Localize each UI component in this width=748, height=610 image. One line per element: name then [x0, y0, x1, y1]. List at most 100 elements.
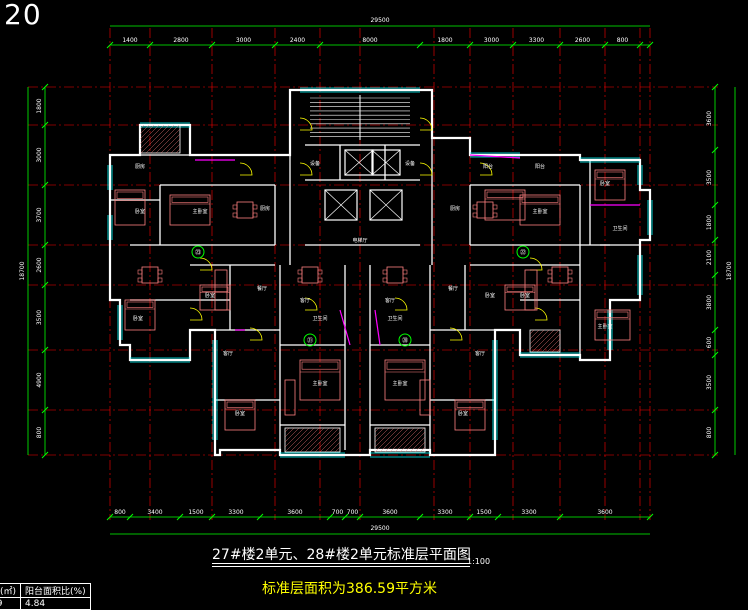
- right-dim-tick: [711, 146, 719, 154]
- room-label: 主卧室: [192, 208, 207, 215]
- door-swing: [249, 327, 263, 341]
- room-label: 卧室: [458, 410, 468, 417]
- chair: [232, 212, 238, 218]
- bed: [114, 189, 146, 226]
- chair: [137, 277, 143, 283]
- hatch-stroke: [379, 427, 405, 453]
- room-label: 卫生间: [387, 315, 402, 322]
- axis-bubble-label: ㉒: [520, 249, 526, 257]
- bed-pillow: [596, 171, 624, 178]
- top-dim-tick: [601, 41, 609, 49]
- chair: [382, 269, 388, 275]
- room-label: 主卧室: [597, 323, 612, 330]
- hatch-stroke: [309, 427, 335, 453]
- area-table: 积(㎡) 阳台面积比(%) 79 4.84: [0, 583, 91, 610]
- hatch-stroke: [299, 427, 325, 453]
- elevator-shaft: [324, 189, 358, 221]
- hatch-stroke: [536, 329, 560, 353]
- axis-bubble: [398, 333, 412, 347]
- chair: [402, 269, 408, 275]
- bottom-dim-label: 3400: [147, 509, 162, 516]
- chair: [472, 212, 478, 218]
- bottom-dim-tick: [341, 513, 349, 521]
- bed: [124, 299, 156, 331]
- top-dim-tick: [509, 41, 517, 49]
- hatch-stroke: [139, 124, 165, 150]
- hatch-stroke: [284, 427, 290, 433]
- door-swing: [419, 117, 433, 131]
- hatch-stroke: [529, 329, 550, 350]
- table: [141, 266, 159, 284]
- exterior-wall: [108, 88, 652, 457]
- bed: [169, 194, 211, 226]
- right-dim-label: 2100: [706, 250, 713, 265]
- top-dim-tick: [106, 41, 114, 49]
- left-dim-label: 3500: [36, 310, 43, 325]
- bed: [299, 359, 341, 401]
- hatch-stroke: [284, 427, 295, 438]
- top-dim-label: 8000: [362, 37, 377, 44]
- top-dim-label: 1400: [122, 37, 137, 44]
- room-label: 厨房: [450, 205, 460, 212]
- room-label: 卧室: [520, 292, 530, 299]
- hatch-stroke: [414, 441, 426, 453]
- chair: [317, 269, 323, 275]
- chair: [317, 277, 323, 283]
- axis-bubble: [516, 245, 530, 259]
- door-swing: [299, 117, 313, 131]
- right-dim-tick: [711, 451, 719, 459]
- elevator-cross: [371, 149, 401, 176]
- door-swing: [239, 162, 253, 176]
- chair: [567, 277, 573, 283]
- bottom-dim-label: 1500: [476, 509, 491, 516]
- room-label: 餐厅: [448, 285, 458, 292]
- hatch-stroke: [140, 124, 170, 154]
- right-dim-label: 3500: [706, 375, 713, 390]
- axis-bubble-label: ⑳: [402, 337, 408, 345]
- bed-pillow: [301, 361, 339, 370]
- door-swing: [449, 327, 463, 341]
- building-outline: [107, 87, 653, 458]
- top-dim-tick: [416, 41, 424, 49]
- elevator-cross: [344, 149, 374, 176]
- right-dim-label: 3600: [706, 111, 713, 126]
- left-dim-total-label: 18700: [19, 261, 26, 280]
- room-label: 客厅: [475, 350, 485, 357]
- elevator-shaft: [344, 149, 374, 176]
- door-swing: [394, 297, 408, 311]
- chair: [382, 277, 388, 283]
- hatched-area: [374, 427, 426, 453]
- room-label: 卫生间: [312, 315, 327, 322]
- table-header-area: 积(㎡): [0, 583, 22, 598]
- bed-pillow: [456, 401, 484, 408]
- hatch-stroke: [546, 338, 561, 353]
- room-label: 卧室: [485, 292, 495, 299]
- top-dim-total-label: 29500: [370, 17, 389, 24]
- drawing-title: 27#楼2单元、28#楼2单元标准层平面图: [212, 547, 471, 563]
- bottom-dim-tick: [466, 513, 474, 521]
- bed: [504, 284, 536, 311]
- hatch-stroke: [541, 333, 561, 353]
- hatch-stroke: [294, 427, 320, 453]
- hatch-stroke: [319, 431, 341, 453]
- sofa: [284, 379, 296, 416]
- right-dim-tick: [711, 351, 719, 359]
- chair: [252, 212, 258, 218]
- room-label: 卧室: [235, 410, 245, 417]
- top-dim-label: 2600: [575, 37, 590, 44]
- left-dim-tick: [41, 346, 49, 354]
- chair: [547, 269, 553, 275]
- table: [301, 266, 319, 284]
- elevator-cross: [324, 189, 358, 221]
- door-swing: [199, 257, 213, 271]
- hatch-stroke: [284, 427, 310, 453]
- bed: [384, 359, 426, 401]
- bed-pillow: [226, 401, 254, 408]
- room-label: 卫生间: [612, 225, 627, 232]
- furniture-layer: [114, 124, 631, 453]
- top-dim-label: 2800: [173, 37, 188, 44]
- right-dim-tick: [711, 83, 719, 91]
- bed-pillow: [506, 286, 534, 292]
- bottom-dim-tick: [326, 513, 334, 521]
- room-label: 客厅: [223, 350, 233, 357]
